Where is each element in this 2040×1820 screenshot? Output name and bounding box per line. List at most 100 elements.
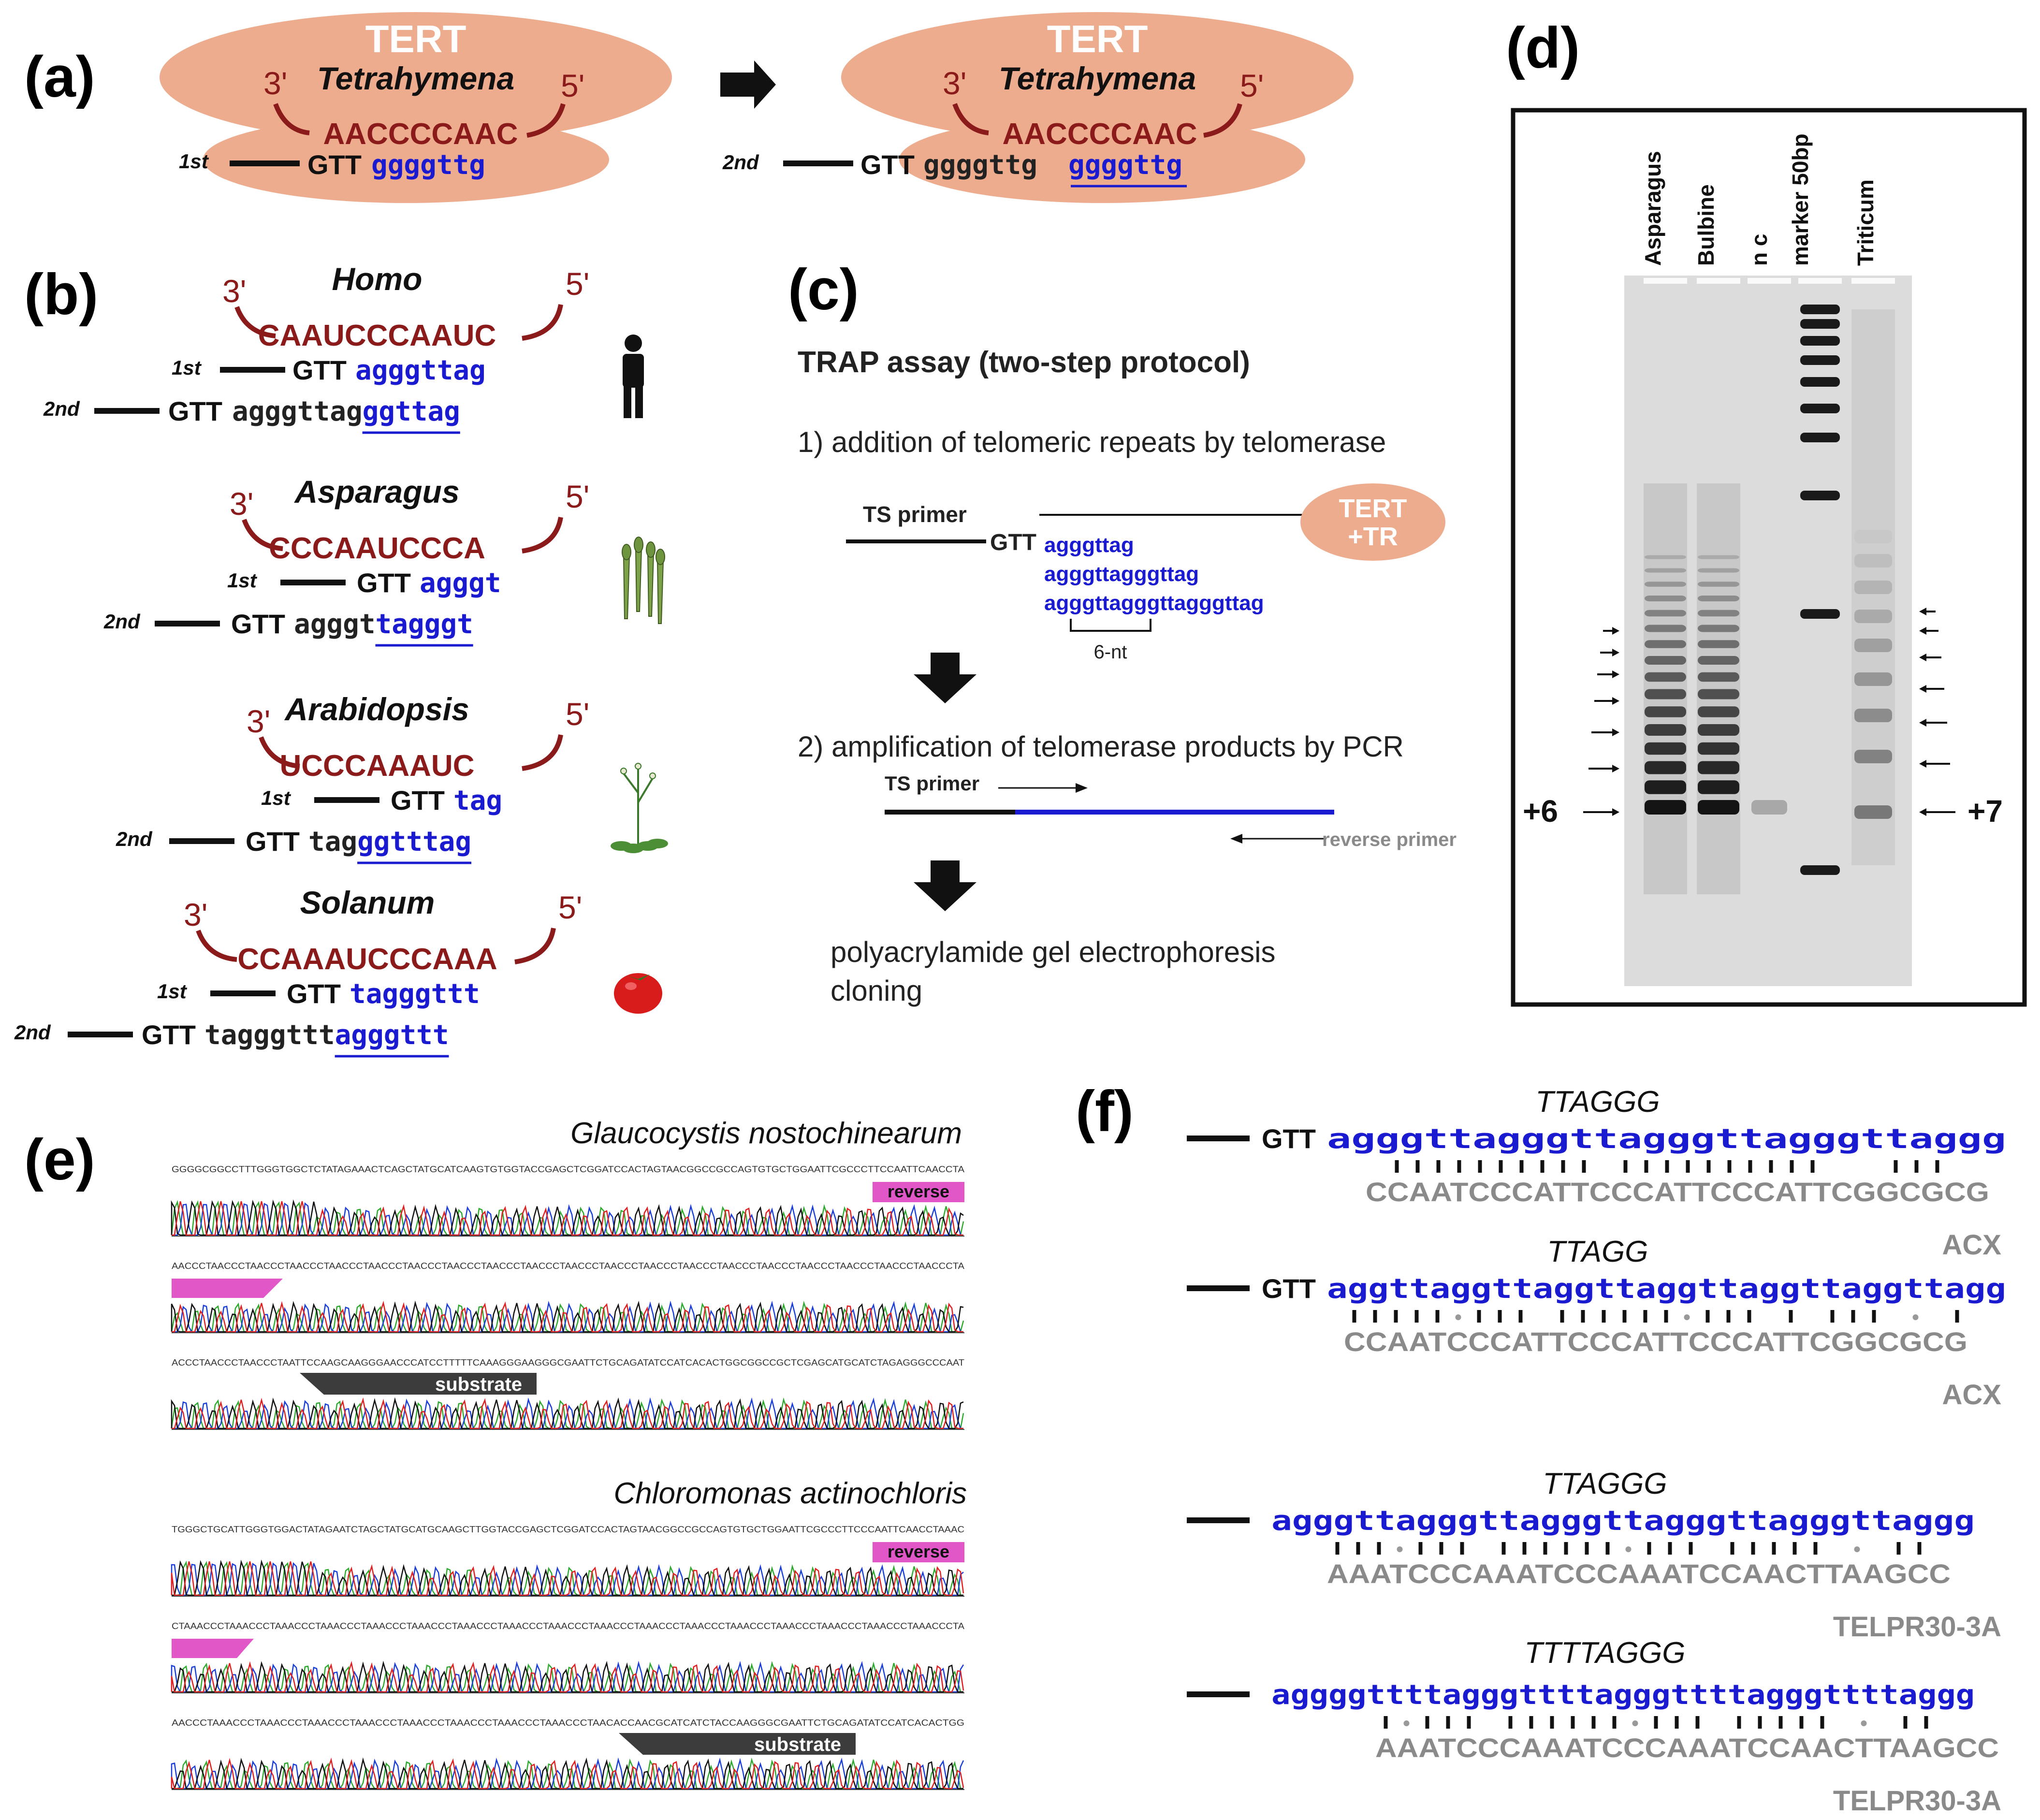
trace-sequence: TGGGCTGCATTGGGTGGACTATAGAATCTAGCTATGCATG… xyxy=(172,1525,964,1534)
pair-tick xyxy=(1769,1160,1773,1173)
mismatch-dot xyxy=(1632,1720,1638,1726)
human-head xyxy=(625,335,642,352)
gel-band xyxy=(1698,706,1739,717)
pair-tick xyxy=(1737,1716,1741,1729)
pair-tick xyxy=(1727,1160,1732,1173)
gel-band xyxy=(1645,640,1686,648)
pair-tick xyxy=(1695,1716,1700,1729)
arrowhead-left-icon xyxy=(1919,608,1926,615)
pair-tick xyxy=(1643,1310,1647,1323)
gel-band xyxy=(1645,706,1686,717)
pair-tick xyxy=(1730,1542,1734,1555)
telomere-sequence: agggttagggttagggttagggttaggg xyxy=(1327,1123,2006,1155)
arabidopsis-flower xyxy=(620,768,627,774)
panel-label-c: (c) xyxy=(788,257,859,322)
seq2-blue-b0: ggttag xyxy=(363,396,460,427)
step-2nd-b3: 2nd xyxy=(14,1021,51,1044)
tomato-icon xyxy=(614,973,662,1014)
seq1-b3: tagggttt xyxy=(350,978,480,1010)
arrowhead-right-icon xyxy=(1612,697,1619,705)
seq2-dark-b2: tag xyxy=(308,826,357,858)
step-1st-b3: 1st xyxy=(157,980,188,1003)
template-rna-a2: AACCCCAAC xyxy=(1003,117,1197,151)
gel-band xyxy=(1645,568,1686,573)
tomato-leaves xyxy=(626,974,650,980)
trap-product-3: agggttagggttagggttag xyxy=(1044,591,1264,615)
tert-tr-enzyme xyxy=(1300,483,1445,561)
gel-band xyxy=(1800,491,1840,500)
gel-band xyxy=(1645,742,1686,755)
gel-lanes xyxy=(1644,278,1895,894)
gel-band xyxy=(1800,319,1840,329)
gel-band xyxy=(1698,596,1739,601)
pair-tick xyxy=(1439,1542,1443,1555)
gel-band xyxy=(1698,800,1739,815)
trace-line xyxy=(172,1300,963,1333)
mismatch-dot xyxy=(1625,1546,1632,1552)
rna-arm-a1 xyxy=(273,103,566,138)
gel-band xyxy=(1800,609,1840,619)
seq1-b1: agggt xyxy=(420,568,501,599)
mismatch-dot xyxy=(1403,1720,1410,1726)
pair-tick xyxy=(1499,1160,1503,1173)
pair-tick xyxy=(1668,1542,1672,1555)
pair-tick xyxy=(1550,1716,1554,1729)
pair-tick xyxy=(1564,1542,1568,1555)
down-arrow-icon-2 xyxy=(914,860,976,911)
seq2-blue-b3: agggttt xyxy=(335,1019,449,1051)
gel-band xyxy=(1698,555,1739,559)
tert-enzyme-1 xyxy=(160,12,672,203)
arrowhead-right-icon xyxy=(1612,765,1619,772)
pair-tick xyxy=(1665,1160,1669,1173)
reverse-highlight-continued xyxy=(172,1639,254,1658)
pair-tick xyxy=(1622,1310,1627,1323)
arrowhead-left-icon xyxy=(1919,760,1926,768)
trap-final-2: cloning xyxy=(831,975,922,1007)
substrate-label: substrate xyxy=(435,1374,522,1395)
trace-sequence: AACCCTAACCCTAACCCTAACCCTAACCCTAACCCTAACC… xyxy=(172,1261,964,1271)
primer-sequence: CCAATCCCATTCCCATTCCCATTCGGCGCG xyxy=(1366,1177,1989,1207)
species-asparagus: Asparagus xyxy=(293,474,459,510)
lane-label: marker 50bp xyxy=(1788,133,1813,266)
gel-smear xyxy=(1697,483,1740,894)
trace-sequence: AACCCTAAACCCTAAACCCTAAACCCTAAACCCTAAACCC… xyxy=(172,1718,964,1728)
trace-line xyxy=(171,1757,964,1790)
lane-label: Bulbine xyxy=(1693,184,1719,266)
reverse-highlight xyxy=(873,1182,964,1202)
human-icon xyxy=(623,335,644,418)
mismatch-dot xyxy=(1397,1546,1403,1552)
gel-band xyxy=(1854,709,1892,722)
substrate-highlight xyxy=(300,1373,537,1395)
trap-product-2: agggttagggttag xyxy=(1044,562,1199,586)
step-2nd-b2: 2nd xyxy=(116,828,153,850)
gel-band xyxy=(1698,742,1739,755)
reverse-label: reverse xyxy=(888,1181,949,1201)
gel-band xyxy=(1698,780,1739,794)
pair-tick xyxy=(1395,1160,1399,1173)
prime5-a1: 5' xyxy=(561,68,584,103)
ts-primer-label-2: TS primer xyxy=(885,772,979,795)
trace-line xyxy=(171,1199,964,1236)
pair-tick xyxy=(1585,1542,1589,1555)
pair-tick xyxy=(1356,1542,1360,1555)
trap-step1: 1) addition of telomeric repeats by telo… xyxy=(798,426,1386,458)
pair-tick xyxy=(1751,1542,1755,1555)
species-solanum: Solanum xyxy=(300,885,435,920)
primer-name: TELPR30-3A xyxy=(1833,1611,2001,1643)
panel-label-d: (d) xyxy=(1506,15,1580,80)
asparagus-spear xyxy=(623,555,630,619)
ts-primer-label-1: TS primer xyxy=(863,502,967,527)
trace-line xyxy=(172,1757,963,1790)
prime5-b0: 5' xyxy=(566,266,589,302)
seq-a1: ggggttg xyxy=(371,149,485,181)
primer-name: TELPR30-3A xyxy=(1833,1785,2001,1817)
pair-tick xyxy=(1748,1160,1752,1173)
pair-tick xyxy=(1654,1716,1658,1729)
primer-sequence: CCAATCCCATTCCCATTCCCATTCGGCGCG xyxy=(1344,1326,1967,1357)
pair-tick xyxy=(1425,1716,1429,1729)
gel-left-label: +6 xyxy=(1523,794,1558,829)
rna-arm-a2 xyxy=(952,103,1242,138)
step-2nd-b0: 2nd xyxy=(43,397,80,420)
